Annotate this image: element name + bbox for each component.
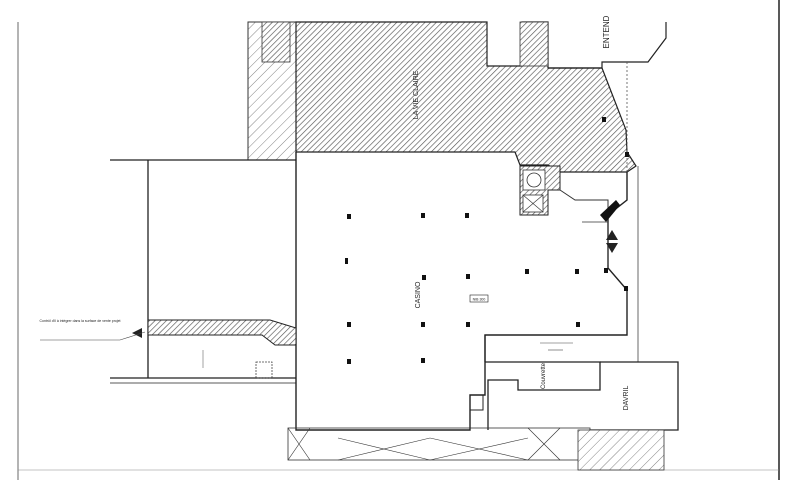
arrow-marker (132, 328, 142, 338)
annotation-note: Contrôl d'il à intégrer dans la surface … (39, 319, 120, 323)
casino-outline (295, 152, 628, 431)
entend-outline (548, 22, 667, 69)
label-couvrette: Couvrette (541, 362, 547, 389)
label-entend: ENTEND (602, 15, 611, 48)
spiral-stair (526, 172, 542, 188)
pillars (345, 117, 629, 364)
hatched-column (247, 21, 297, 161)
label-la-vie-claire: LA VIE CLAIRE (413, 70, 420, 119)
stair (522, 169, 546, 191)
davril-outline (589, 361, 679, 440)
left-room (110, 159, 297, 384)
la-vie-claire-zone (295, 21, 637, 173)
door-mark (600, 200, 620, 222)
triangle-marker (606, 243, 618, 253)
triangle-marker (606, 230, 618, 240)
level-tag: NIB 300 (473, 298, 486, 302)
label-casino: CASINO (415, 281, 422, 308)
bottom-structure (287, 427, 665, 471)
label-davril: DAVRIL (623, 386, 630, 411)
